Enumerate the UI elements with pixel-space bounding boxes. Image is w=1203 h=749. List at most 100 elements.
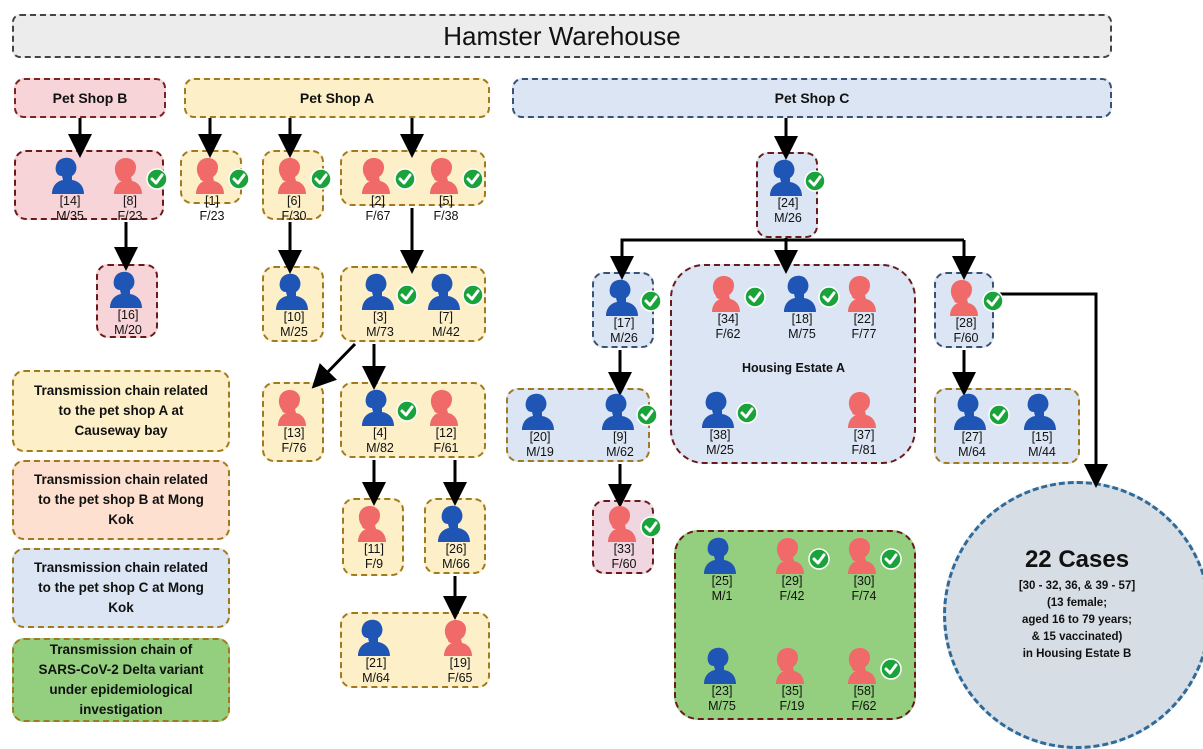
female-person-icon [108, 156, 152, 194]
case-23: [23] M/75 [690, 646, 754, 714]
case-number: [17] [613, 316, 635, 330]
case-number: [58] [853, 684, 875, 698]
case-sex-age: M/42 [432, 325, 460, 339]
case-number: [37] [853, 428, 875, 442]
pet-shop-b-header: Pet Shop B [14, 78, 166, 118]
case-12: [12] F/61 [414, 388, 478, 456]
case-sex-age: F/60 [953, 331, 979, 345]
case-number: [33] [613, 542, 635, 556]
case-sex-age: F/60 [611, 557, 637, 571]
case-37: [37] F/81 [832, 390, 896, 458]
male-person-icon [1020, 392, 1064, 430]
case-sex-age: F/62 [851, 699, 877, 713]
female-person-icon [602, 504, 646, 542]
case-13: [13] F/76 [262, 388, 326, 456]
case-ages: aged 16 to 79 years; [1022, 614, 1132, 626]
female-person-icon [424, 156, 468, 194]
arrows-layer [68, 118, 1108, 620]
female-person-icon [272, 388, 316, 426]
male-person-icon [434, 504, 478, 542]
case-22: [22] F/77 [832, 274, 896, 342]
male-person-icon [598, 392, 642, 430]
case-sex-age: M/20 [114, 323, 142, 337]
diagram-title: Hamster Warehouse [12, 14, 1112, 58]
female-person-icon [842, 536, 886, 574]
case-number: [6] [287, 194, 301, 208]
legend-delta-text: Transmission chain of SARS-CoV-2 Delta v… [38, 642, 204, 717]
case-sex-age: F/74 [851, 589, 877, 603]
case-sex-age: M/35 [56, 209, 84, 223]
case-sex-age: F/77 [851, 327, 877, 341]
female-person-icon [706, 274, 750, 312]
case-9: [9] M/62 [588, 392, 658, 460]
female-person-icon [272, 156, 316, 194]
case-sex-age: F/9 [364, 557, 384, 571]
case-18: [18] M/75 [770, 274, 840, 342]
case-sex-age: M/25 [280, 325, 308, 339]
case-number: [1] [205, 194, 219, 208]
case-number: [10] [283, 310, 305, 324]
male-person-icon [424, 272, 468, 310]
case-number: [25] [711, 574, 733, 588]
male-person-icon [780, 274, 824, 312]
female-person-icon [352, 504, 396, 542]
case-sex-age: F/65 [447, 671, 473, 685]
case-14: [14] M/35 [38, 156, 102, 224]
legend-shop-b: Transmission chain related to the pet sh… [12, 460, 230, 540]
case-number: [38] [709, 428, 731, 442]
case-19: [19] F/65 [428, 618, 492, 686]
male-person-icon [106, 270, 150, 308]
case-30: [30] F/74 [832, 536, 902, 604]
case-number: [4] [373, 426, 387, 440]
case-number: [3] [373, 310, 387, 324]
case-27: [27] M/64 [940, 392, 1010, 460]
case-sex-age: M/64 [958, 445, 986, 459]
pet-shop-c-header: Pet Shop C [512, 78, 1112, 118]
case-estate: in Housing Estate B [1022, 648, 1132, 660]
case-number: [12] [435, 426, 457, 440]
case-33: [33] F/60 [592, 504, 662, 572]
case-sex-age: M/26 [774, 211, 802, 225]
case-17: [17] M/26 [592, 278, 662, 346]
case-number: [21] [365, 656, 387, 670]
case-number: [7] [439, 310, 453, 324]
male-person-icon [358, 272, 402, 310]
case-number: [16] [117, 308, 139, 322]
case-number: [20] [529, 430, 551, 444]
case-15: [15] M/44 [1010, 392, 1074, 460]
male-person-icon [700, 536, 744, 574]
case-5: [5] F/38 [414, 156, 484, 224]
case-sex-age: F/76 [281, 441, 307, 455]
case-1: [1] F/23 [180, 156, 250, 224]
case-number: [28] [955, 316, 977, 330]
case-number: [34] [717, 312, 739, 326]
case-sex-age: F/30 [281, 209, 307, 223]
case-sex-age: M/26 [610, 331, 638, 345]
male-person-icon [698, 390, 742, 428]
case-sex-age: F/42 [779, 589, 805, 603]
case-16: [16] M/20 [96, 270, 160, 338]
male-person-icon [950, 392, 994, 430]
case-sex-age: F/81 [851, 443, 877, 457]
case-number: [23] [711, 684, 733, 698]
case-20: [20] M/19 [508, 392, 572, 460]
female-person-icon [424, 388, 468, 426]
case-sex-age: M/75 [788, 327, 816, 341]
case-ids: [30 - 32, 36, & 39 - 57] [1018, 580, 1136, 592]
case-2: [2] F/67 [346, 156, 416, 224]
male-person-icon [700, 646, 744, 684]
case-number: [26] [445, 542, 467, 556]
case-number: [30] [853, 574, 875, 588]
case-35: [35] F/19 [760, 646, 824, 714]
case-sex-age: M/19 [526, 445, 554, 459]
male-person-icon [518, 392, 562, 430]
case-11: [11] F/9 [342, 504, 406, 572]
case-number: [8] [123, 194, 137, 208]
case-number: [14] [59, 194, 81, 208]
legend-shop-b-text: Transmission chain related to the pet sh… [33, 472, 209, 527]
male-person-icon [272, 272, 316, 310]
case-24: [24] M/26 [756, 158, 826, 226]
legend-shop-c-text: Transmission chain related to the pet sh… [33, 560, 209, 615]
male-person-icon [602, 278, 646, 316]
case-sex-age: M/62 [606, 445, 634, 459]
